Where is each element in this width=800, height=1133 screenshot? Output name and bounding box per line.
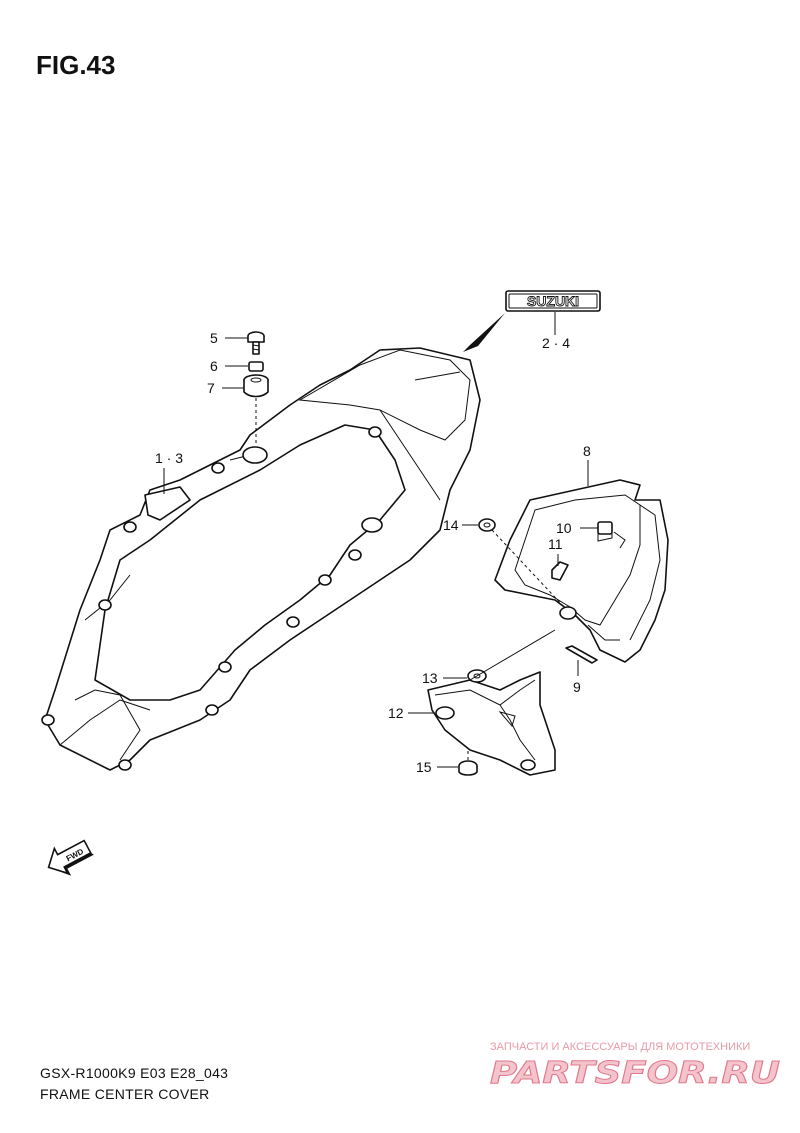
strip-9-drawing [565,645,598,664]
callout-5: 5 [210,330,218,346]
callout-9: 9 [573,679,581,695]
callout-15: 15 [416,759,432,775]
frame-center-cover-drawing [41,347,481,771]
callout-12: 12 [388,705,404,721]
watermark-tagline: ЗАПЧАСТИ И АКСЕССУАРЫ ДЛЯ МОТОТЕХНИКИ [490,1041,750,1053]
callout-6: 6 [210,358,218,374]
grommet-14-drawing [478,518,566,609]
watermark-brand: PARTSFOR.RU [490,1056,780,1091]
fastener-stack-drawing [243,331,269,445]
suzuki-emblem-text: SUZUKI [527,293,579,309]
lower-bracket-drawing [427,669,556,776]
callout-13: 13 [422,670,438,686]
callout-7: 7 [207,380,215,396]
emblem-placement-arrow [463,313,505,352]
callout-labels: 5 6 7 1 · 3 2 · 4 8 14 10 11 9 13 12 15 [155,330,591,775]
callout-1-3: 1 · 3 [155,450,183,466]
callout-11: 11 [548,536,563,552]
assembly-connector-line [469,629,556,681]
suzuki-emblem: SUZUKI [505,290,601,312]
callout-8: 8 [583,443,591,459]
side-cover-drawing [494,479,669,663]
callout-10: 10 [556,520,572,536]
callout-14: 14 [443,517,459,533]
figure-title: FIG.43 [36,50,115,80]
model-code: GSX-R1000K9 E03 E28_043 [40,1065,228,1081]
figure-caption: FRAME CENTER COVER [40,1086,210,1102]
leader-lines [163,312,598,768]
watermark: ЗАПЧАСТИ И АКСЕССУАРЫ ДЛЯ МОТОТЕХНИКИ PA… [490,1041,781,1092]
fwd-direction-marker: FWD [47,839,94,876]
callout-2-4: 2 · 4 [542,335,570,351]
